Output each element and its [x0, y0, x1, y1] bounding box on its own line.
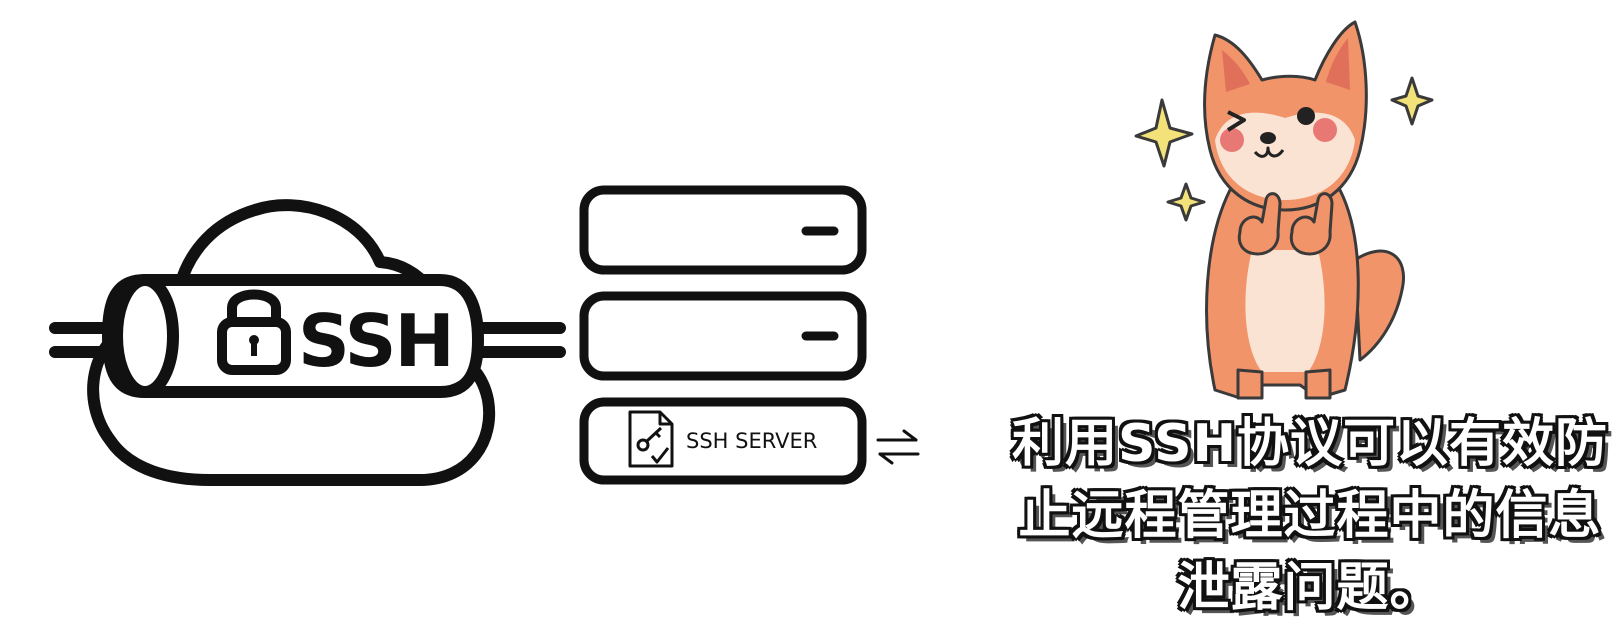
server-indicators: [801, 226, 839, 341]
caption-line-1: 利用SSH协议可以有效防: [1011, 414, 1609, 474]
caption-text: 利用SSH协议可以有效防 止远程管理过程中的信息 泄露问题。: [1010, 408, 1610, 624]
dog-belly: [1245, 250, 1325, 372]
dog-eye-open: [1297, 107, 1315, 125]
dog-ear-inner-left: [1222, 50, 1250, 92]
server-unit-bottom: [579, 397, 867, 485]
lock-icon: [217, 289, 291, 375]
dog-mouth: [1253, 146, 1285, 158]
dog-ear-inner-right: [1326, 38, 1350, 90]
dog-tail: [1353, 249, 1405, 362]
tunnel-end-left: [111, 274, 179, 398]
shiba-mascot: [1203, 20, 1405, 400]
sparkle-icon-small: [1166, 182, 1206, 222]
cloud-tunnel-group: [49, 199, 566, 486]
dog-eye-wink: [1226, 110, 1246, 132]
dog-leg-right: [1304, 368, 1332, 400]
server-label: SSH SERVER: [686, 429, 817, 453]
dog-paw-left: [1237, 192, 1282, 256]
tunnel-cylinder: [102, 274, 484, 398]
server-unit-top: [579, 185, 867, 275]
key-document-icon: [628, 410, 674, 468]
dog-cheek-right: [1313, 118, 1337, 142]
dog-cheek-left: [1220, 128, 1244, 152]
exchange-arrows-icon: [876, 429, 920, 465]
dog-nose: [1260, 132, 1276, 144]
caption-line-3: 泄露问题。: [1177, 558, 1443, 618]
caption-line-2: 止远程管理过程中的信息: [1018, 486, 1602, 546]
sparkle-icon-right: [1390, 76, 1434, 126]
dog-paw-right: [1289, 192, 1334, 256]
server-unit-middle: [579, 291, 867, 381]
tunnel-label: SSH: [298, 299, 453, 383]
sparkle-icon-large: [1134, 98, 1194, 168]
sparkles: [1134, 76, 1434, 222]
dog-leg-left: [1236, 368, 1264, 400]
server-stack: [579, 185, 867, 485]
